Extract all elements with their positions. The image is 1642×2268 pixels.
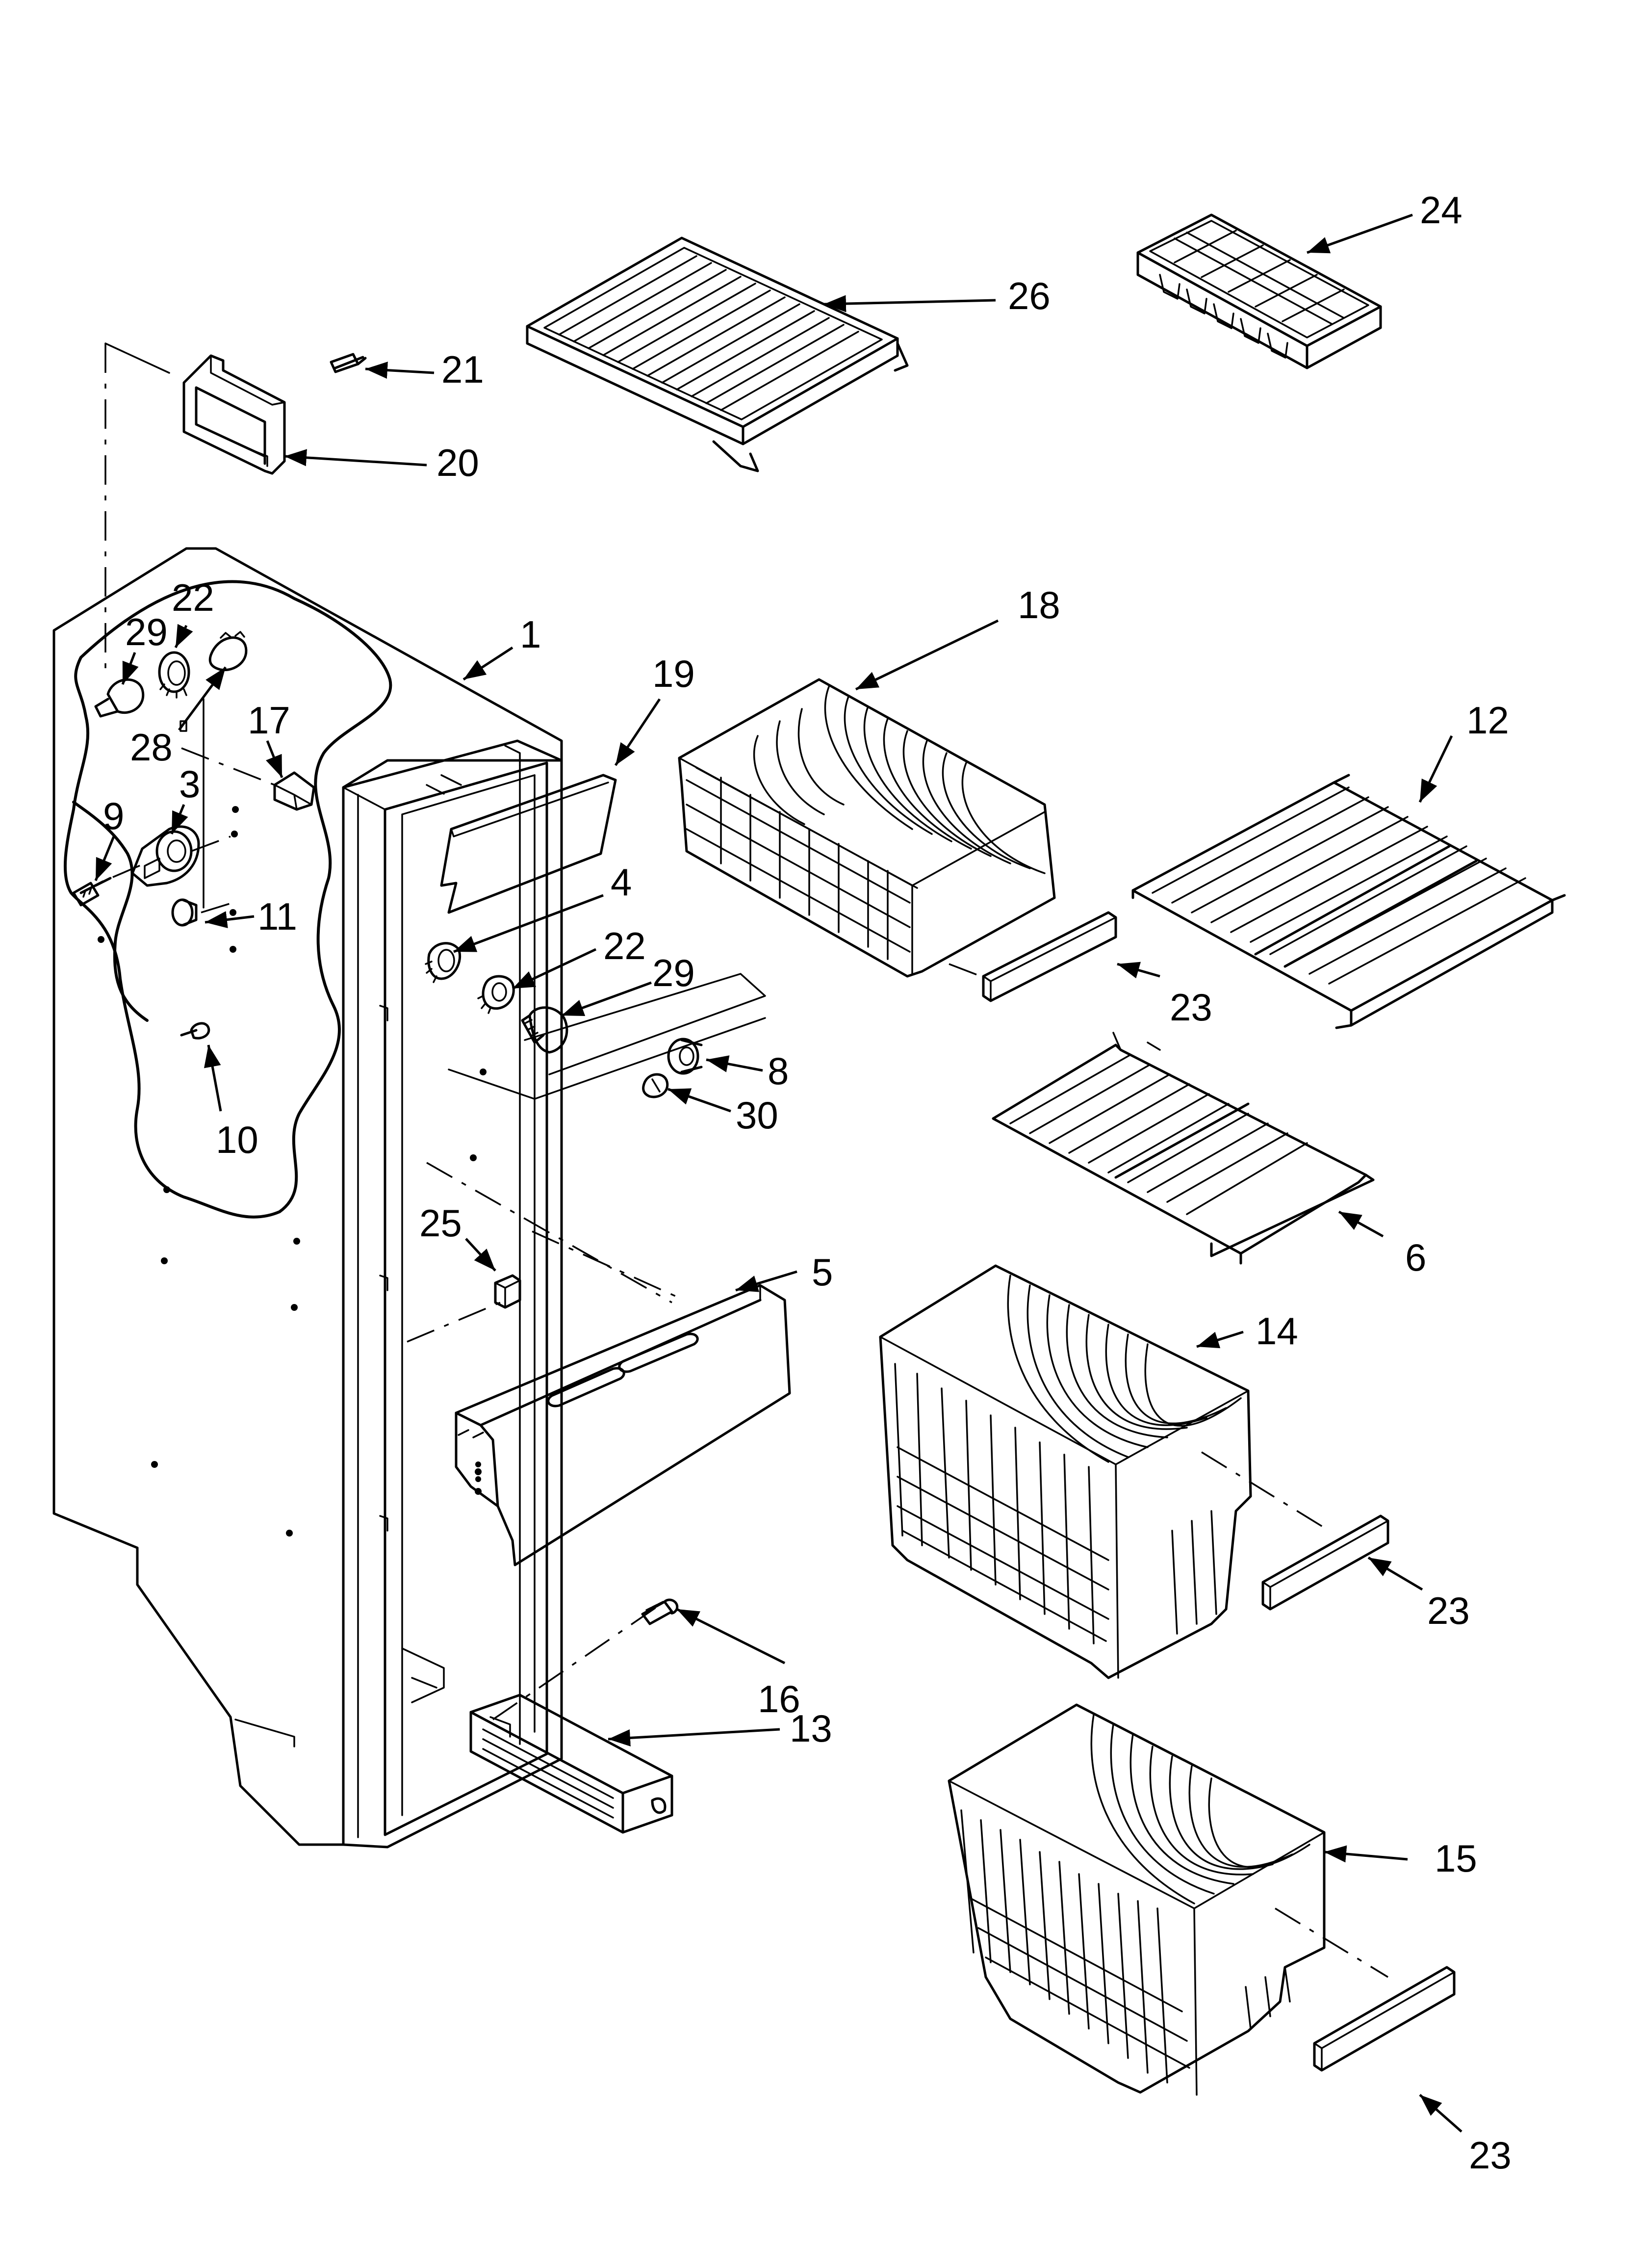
callout-25: 25 xyxy=(419,1201,462,1245)
callout-4: 4 xyxy=(611,860,632,904)
plug-line xyxy=(201,902,233,913)
mounting-line-25 xyxy=(407,1302,501,1343)
screw-part-16[interactable] xyxy=(641,1598,679,1625)
callout-23c: 23 xyxy=(1469,2134,1512,2177)
callout-8: 8 xyxy=(768,1049,789,1093)
air-duct-cover-part-5[interactable] xyxy=(455,1284,791,1566)
screw-part-30[interactable] xyxy=(642,1073,669,1098)
callout-18: 18 xyxy=(1018,583,1060,626)
mounting-line-16 xyxy=(492,1606,658,1721)
wire-shelf-part-26[interactable] xyxy=(526,236,909,472)
callout-leaders xyxy=(94,213,1462,2133)
knob-part-8[interactable] xyxy=(667,1038,703,1075)
callout-3: 3 xyxy=(179,762,200,806)
callout-labels: 24 26 21 20 22 29 28 17 3 9 11 10 1 19 4… xyxy=(103,188,1512,2177)
wire-shelf-part-6[interactable] xyxy=(992,1032,1375,1265)
callout-23b: 23 xyxy=(1427,1589,1470,1632)
wire-basket-part-18[interactable] xyxy=(678,678,1056,978)
light-switch-part-28[interactable] xyxy=(208,631,248,672)
callout-16: 16 xyxy=(758,1677,800,1721)
freezer-liner-part-1[interactable] xyxy=(52,547,563,1849)
mounting-line-5 xyxy=(532,1230,685,1301)
callout-9: 9 xyxy=(103,794,124,837)
slide-rail-part-23-upper[interactable] xyxy=(982,911,1117,1002)
callout-20: 20 xyxy=(436,441,479,484)
callout-22b: 22 xyxy=(603,924,646,967)
alignment-tick xyxy=(104,342,170,374)
callout-17: 17 xyxy=(248,699,290,742)
screw-part-10[interactable] xyxy=(180,1022,210,1040)
callout-24: 24 xyxy=(1420,188,1462,232)
wire-basket-part-15[interactable] xyxy=(948,1703,1326,2096)
callout-12: 12 xyxy=(1466,699,1509,742)
light-bulb-part-29[interactable] xyxy=(94,678,145,718)
callout-22: 22 xyxy=(172,576,214,619)
rail-23-line xyxy=(949,963,981,977)
callout-11: 11 xyxy=(257,895,297,938)
light-socket-part-22-right[interactable] xyxy=(477,975,515,1014)
callout-23a: 23 xyxy=(1170,986,1212,1029)
thermostat-line xyxy=(191,835,231,852)
wire-connector xyxy=(180,720,187,732)
callout-10: 10 xyxy=(216,1118,258,1161)
callout-6: 6 xyxy=(1405,1236,1426,1279)
callout-29b: 29 xyxy=(652,951,695,994)
screw-part-21[interactable] xyxy=(330,353,367,373)
screw-part-9[interactable] xyxy=(72,877,112,907)
plug-part-11[interactable] xyxy=(171,898,198,927)
thermostat-part-3[interactable] xyxy=(131,825,200,887)
callout-13: 13 xyxy=(790,1707,832,1750)
callout-15: 15 xyxy=(1435,1837,1477,1880)
light-socket-part-22-left[interactable] xyxy=(158,651,190,699)
callout-29: 29 xyxy=(125,610,168,653)
cover-panel-part-19[interactable] xyxy=(440,774,617,914)
slide-rail-part-23-lower[interactable] xyxy=(1313,1966,1456,2072)
wire-basket-part-14[interactable] xyxy=(879,1264,1252,1679)
switch-part-25[interactable] xyxy=(494,1274,521,1309)
callout-19: 19 xyxy=(652,652,695,695)
callout-28: 28 xyxy=(130,726,173,769)
light-bulb-part-29-right[interactable] xyxy=(521,1006,568,1054)
rail-23c-line xyxy=(1275,1907,1388,1978)
toe-grille-part-13[interactable] xyxy=(469,1694,673,1834)
slide-rail-part-23-middle[interactable] xyxy=(1261,1514,1389,1611)
callout-5: 5 xyxy=(812,1251,833,1294)
callout-1: 1 xyxy=(520,613,541,656)
ice-cube-tray-part-24[interactable] xyxy=(1136,213,1382,369)
wire-shelf-part-12[interactable] xyxy=(1131,774,1566,1029)
light-shield-panel xyxy=(448,973,766,1100)
clip-alignment-line xyxy=(181,747,275,786)
callout-14: 14 xyxy=(1256,1309,1298,1353)
bracket-part-20[interactable] xyxy=(182,354,286,475)
mounting-line-upper xyxy=(426,1162,672,1303)
light-socket-part-4[interactable] xyxy=(425,942,462,983)
callout-26: 26 xyxy=(1008,274,1051,317)
clip-part-17[interactable] xyxy=(273,771,315,811)
rail-23b-line xyxy=(1201,1451,1330,1532)
callout-21: 21 xyxy=(441,348,484,391)
callout-30: 30 xyxy=(736,1094,778,1137)
screw-9-line xyxy=(112,861,148,878)
